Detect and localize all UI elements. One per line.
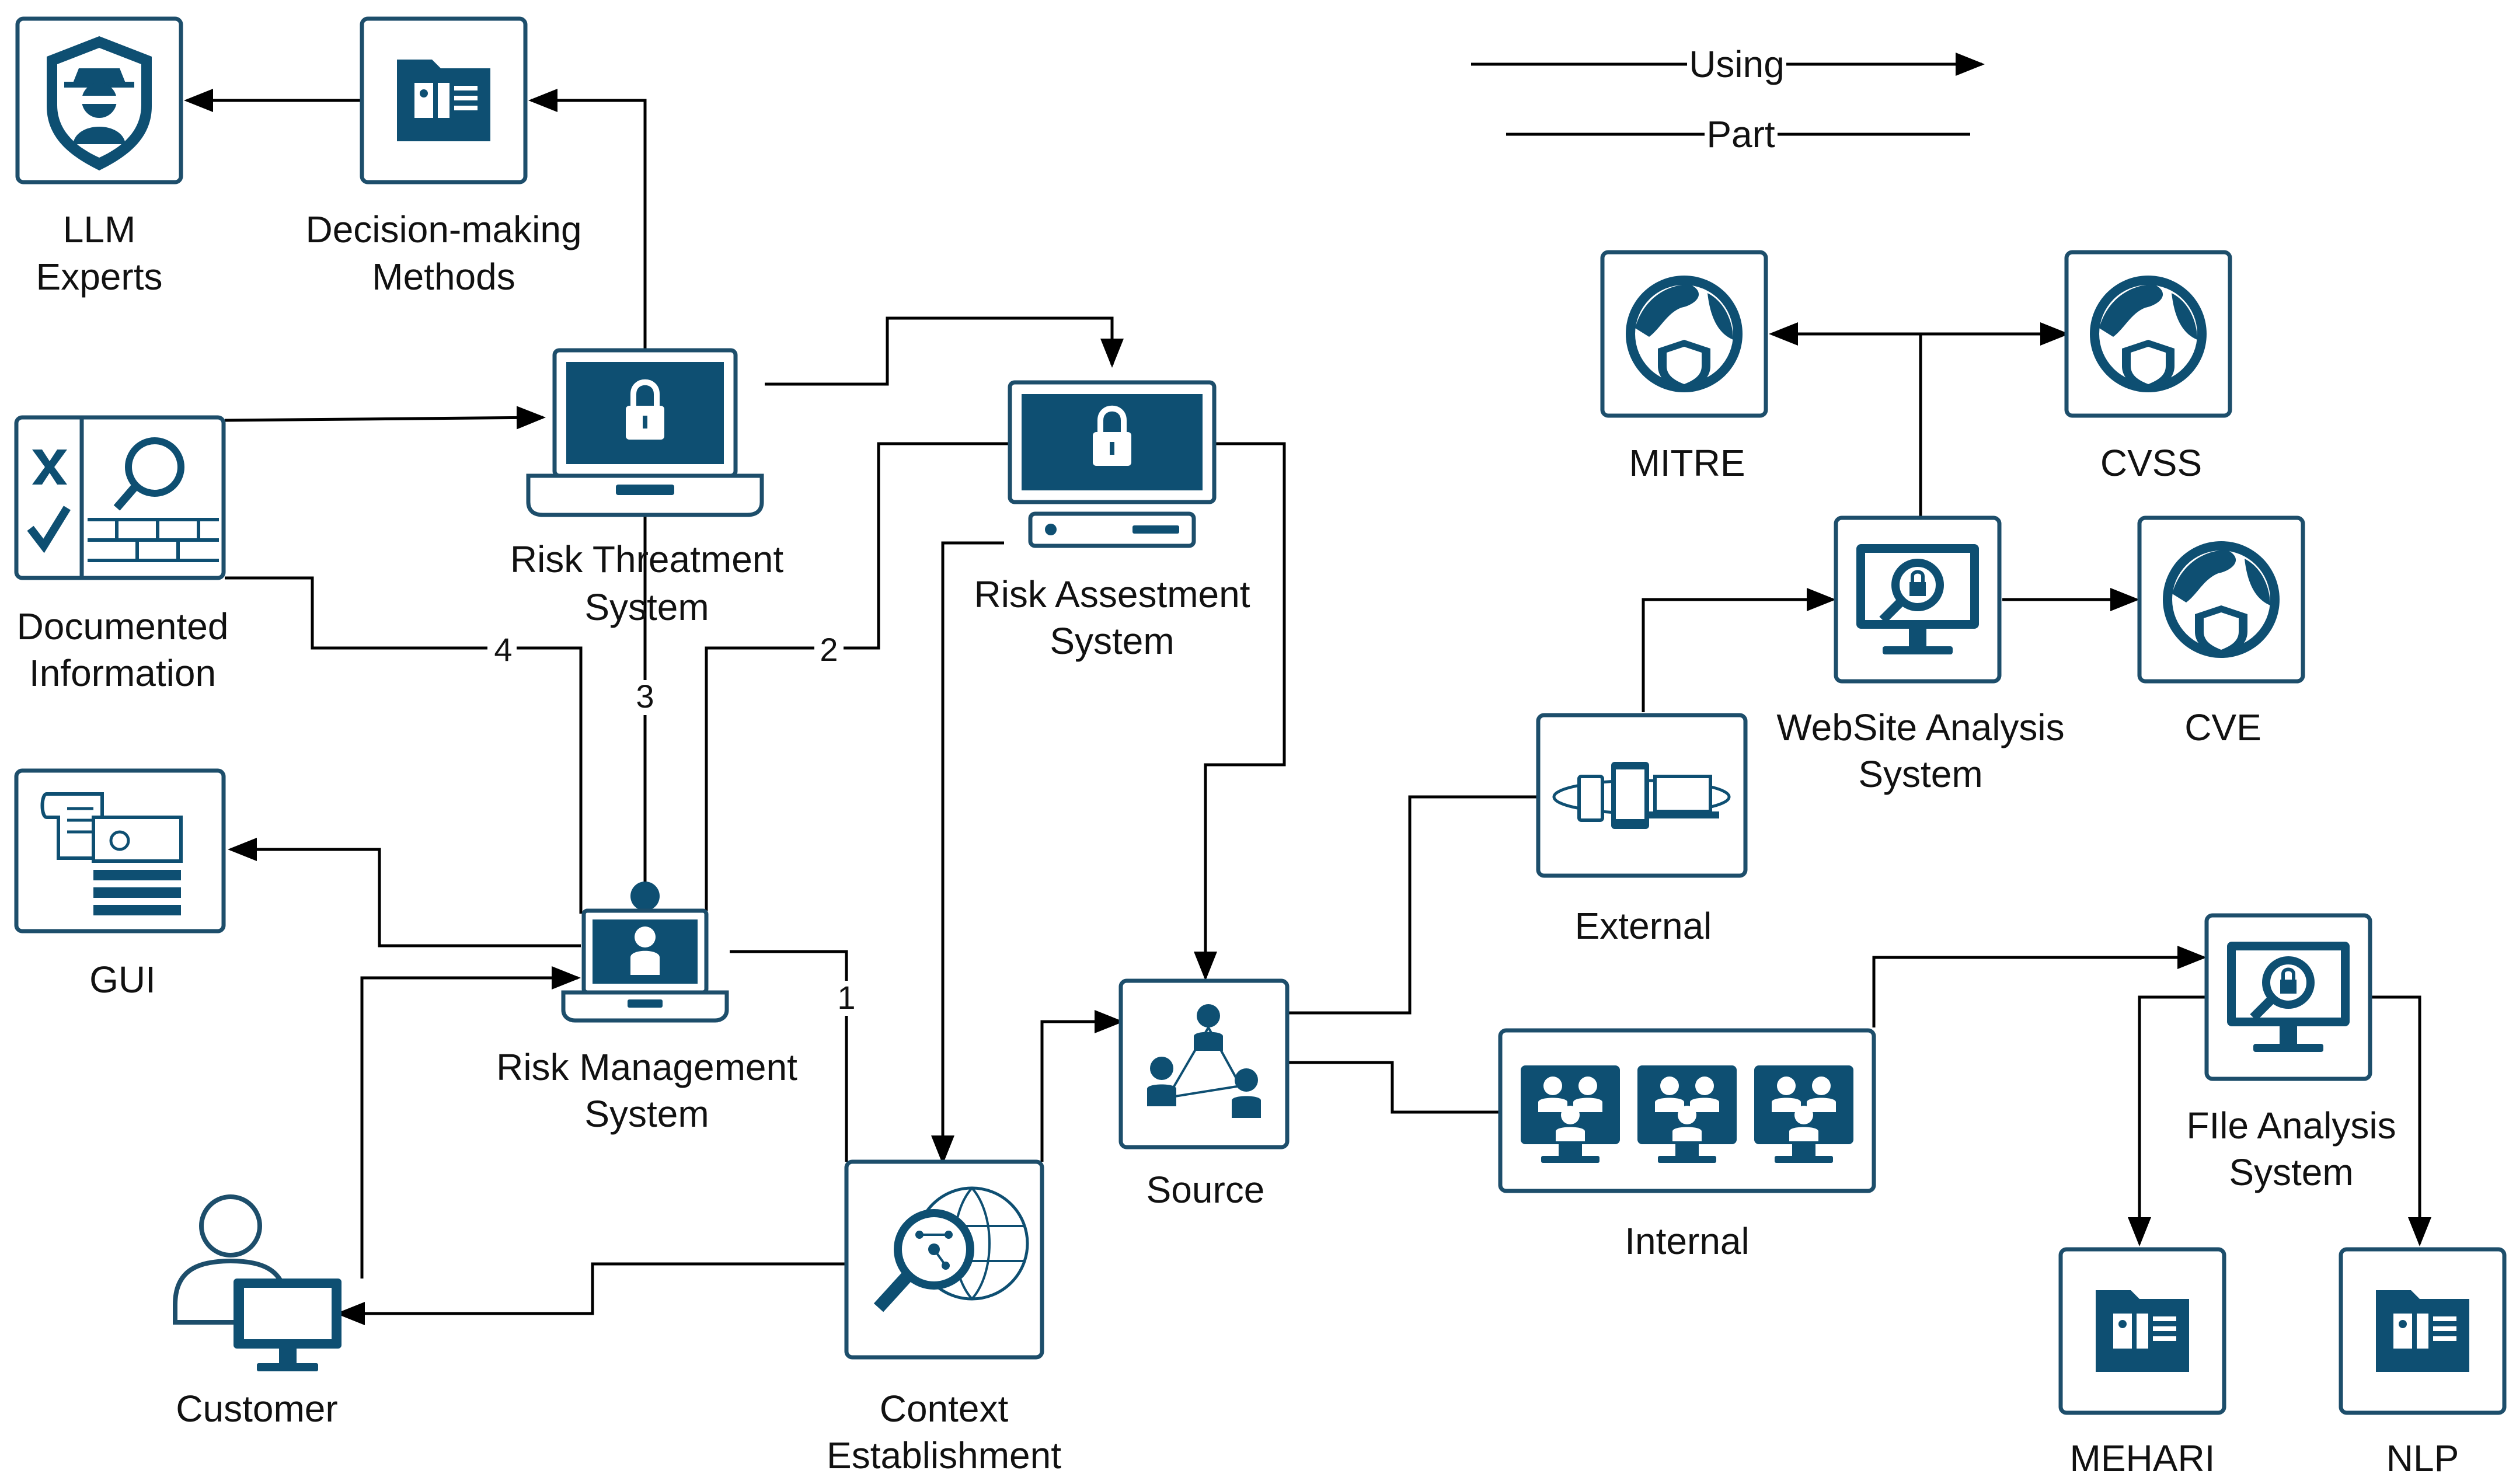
legend-part-label: Part (1706, 113, 1775, 155)
user-computer-icon (173, 1194, 341, 1371)
globe-shield-icon (1602, 252, 1766, 416)
printer-document-icon (14, 768, 226, 933)
devices-icon (1536, 713, 1748, 878)
label-llm-experts-1: LLM (63, 208, 136, 250)
document-search-icon (14, 415, 226, 580)
label-risk-management-2: System (584, 1093, 709, 1135)
label-website-1: WebSite Analysis (1776, 706, 2064, 748)
label-documented-1: Documented (17, 605, 229, 647)
label-risk-threatment-1: Risk Threatment (510, 538, 784, 580)
label-risk-threatment-2: System (584, 586, 709, 628)
desktop-lock-icon (1008, 380, 1217, 548)
label-mehari: MEHARI (2070, 1437, 2215, 1479)
label-llm-experts-2: Experts (36, 256, 163, 298)
edge-source-to-external (1287, 795, 1538, 1015)
label-risk-management-1: Risk Management (496, 1046, 797, 1088)
node-internal: Internal (1498, 1028, 1876, 1262)
edge-source-to-internal (1287, 1061, 1500, 1114)
label-risk-assessment-2: System (1050, 620, 1174, 662)
node-risk-management: Risk Management System (496, 882, 797, 1135)
edge-threatment-to-assessment (765, 316, 1124, 386)
globe-shield-icon (2139, 518, 2303, 681)
edge-assessment-to-management (705, 442, 1010, 911)
users-network-icon (1118, 978, 1290, 1149)
label-source: Source (1147, 1169, 1265, 1211)
edge-labels: 4 3 2 1 (487, 631, 861, 1016)
label-decision-making-1: Decision-making (305, 208, 581, 250)
edge-internal-to-file (1872, 946, 2207, 1027)
label-documented-2: Information (29, 652, 216, 694)
label-internal: Internal (1625, 1220, 1749, 1262)
laptop-user-icon (561, 882, 729, 1023)
node-customer: Customer (173, 1194, 341, 1430)
globe-shield-icon (2067, 252, 2230, 416)
edge-management-to-context (730, 950, 848, 1162)
monitor-search-lock-icon (2207, 915, 2370, 1079)
edge-assessment-to-context (931, 541, 1004, 1165)
node-file-analysis: FIle Analysis System (2186, 915, 2396, 1193)
legend: Using Part (1471, 43, 1985, 155)
edge-documented-to-threatment (224, 406, 546, 430)
folder-icon (2061, 1249, 2224, 1413)
label-decision-making-2: Methods (372, 256, 515, 298)
node-gui: GUI (14, 768, 226, 1001)
legend-using-label: Using (1689, 43, 1785, 85)
node-risk-threatment: Risk Threatment System (510, 348, 784, 628)
edge-label-1: 1 (837, 979, 855, 1016)
folder-icon (362, 19, 525, 182)
node-source: Source (1118, 978, 1290, 1211)
node-mehari: MEHARI (2061, 1249, 2224, 1479)
label-mitre: MITRE (1629, 442, 1745, 484)
node-nlp: NLP (2341, 1249, 2504, 1479)
node-risk-assessment: Risk Assestment System (974, 380, 1250, 662)
edge-external-to-website (1642, 588, 1836, 712)
label-context-1: Context (880, 1388, 1009, 1430)
monitor-search-lock-icon (1836, 518, 1999, 681)
edge-documented-to-management (225, 576, 583, 914)
folder-icon (2341, 1249, 2504, 1413)
edge-context-to-customer (336, 1262, 846, 1325)
network-search-icon (844, 1159, 1044, 1360)
edge-label-2: 2 (820, 631, 838, 668)
node-cve: CVE (2139, 518, 2303, 748)
label-cvss: CVSS (2100, 442, 2202, 484)
edge-threatment-to-decision (528, 89, 647, 350)
label-file-analysis-1: FIle Analysis (2186, 1105, 2396, 1147)
edge-context-to-source (1040, 1010, 1124, 1162)
edge-label-4: 4 (494, 631, 512, 668)
edge-file-to-mehari (2128, 995, 2210, 1246)
edge-management-to-gui (228, 838, 581, 947)
edge-file-to-nlp (2370, 995, 2431, 1246)
connectors (184, 89, 2431, 1325)
spy-shield-icon (18, 19, 181, 182)
label-risk-assessment-1: Risk Assestment (974, 573, 1250, 615)
node-external: External (1536, 713, 1748, 947)
node-context-establishment: Context Establishment (827, 1159, 1061, 1476)
node-decision-making: Decision-making Methods (305, 19, 582, 298)
label-nlp: NLP (2386, 1437, 2459, 1479)
edge-label-3: 3 (636, 678, 654, 715)
node-cvss: CVSS (2067, 252, 2230, 484)
label-website-2: System (1858, 753, 1982, 795)
label-cve: CVE (2184, 706, 2261, 748)
node-website-analysis: WebSite Analysis System (1776, 518, 2065, 795)
edge-assessment-to-source (1194, 442, 1286, 981)
label-file-analysis-2: System (2229, 1151, 2353, 1193)
label-gui: GUI (89, 959, 156, 1001)
edge-customer-to-management (360, 966, 581, 1279)
node-documented-information: Documented Information (14, 415, 229, 694)
users-monitors-icon (1498, 1028, 1876, 1193)
label-context-2: Establishment (827, 1434, 1061, 1476)
node-mitre: MITRE (1602, 252, 1766, 484)
laptop-lock-icon (526, 348, 764, 517)
label-external: External (1575, 905, 1712, 947)
label-customer: Customer (176, 1388, 337, 1430)
node-llm-experts: LLM Experts (18, 19, 181, 298)
